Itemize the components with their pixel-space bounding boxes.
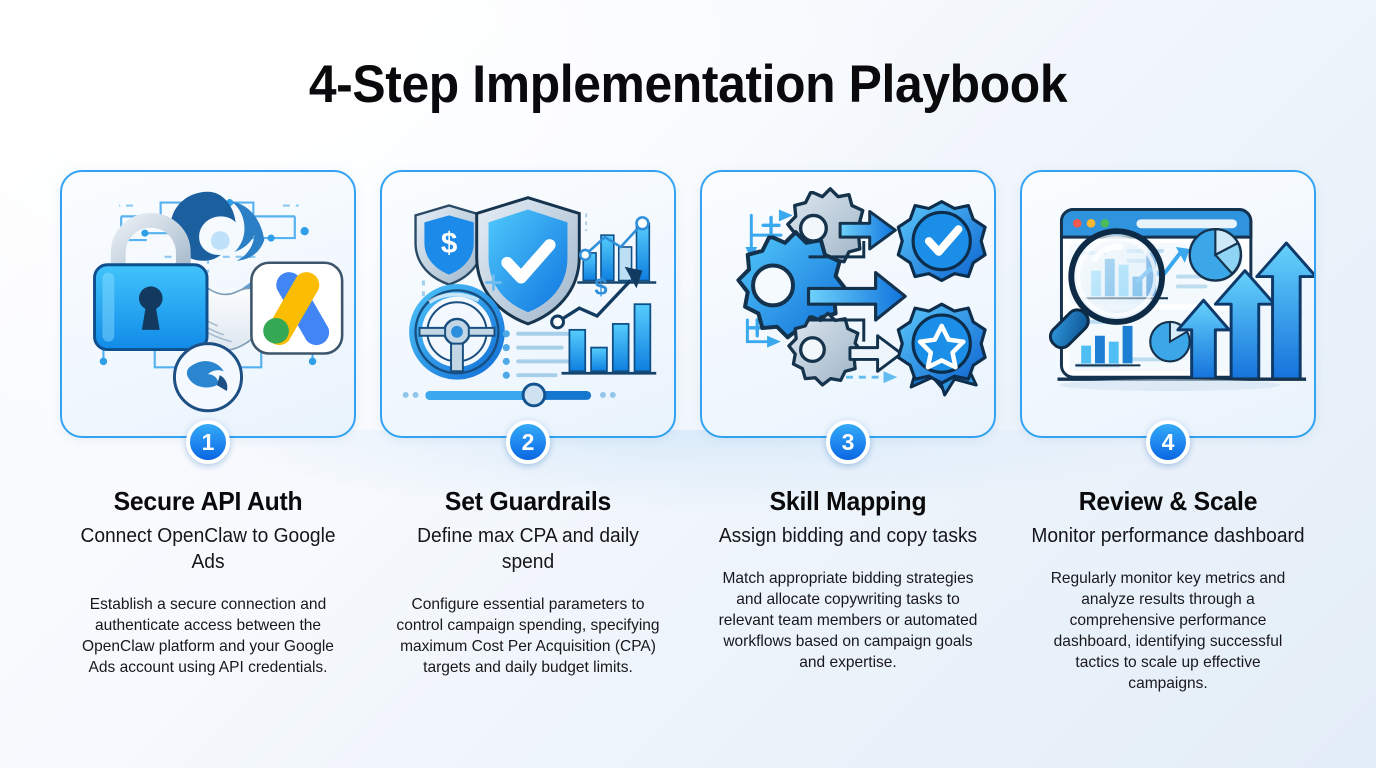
window-dot-red [1072,218,1082,228]
route-arrow-icon [745,213,783,344]
step-text-3: Skill Mapping Assign bidding and copy ta… [700,486,996,673]
step-text-4: Review & Scale Monitor performance dashb… [1020,486,1316,694]
step-column-4: 4 Review & Scale Monitor performance das… [1020,170,1316,692]
list-lines-icon [502,330,570,379]
up-arrow-icon [1213,269,1277,381]
step-title-3: Skill Mapping [769,486,927,516]
step-subtitle-3: Assign bidding and copy tasks [718,525,978,547]
dollar-shield-icon: $ [414,204,484,286]
step-body-2: Configure essential parameters to contro… [396,596,660,676]
bar-chart-icon [577,213,657,284]
step-body-4: Regularly monitor key metrics and analyz… [1050,570,1286,692]
step-card-1[interactable] [60,170,356,438]
step-body-3: Match appropriate bidding strategies and… [718,570,978,671]
step-badge-4: 4 [1146,420,1190,464]
illustration-secure-api-auth [93,191,344,413]
step-badge-2: 2 [506,420,550,464]
step-card-2[interactable]: $ [380,170,676,438]
svg-text:$: $ [441,227,458,260]
padlock-icon [93,212,209,352]
plus-icon [747,215,781,338]
step-title-2: Set Guardrails [444,486,612,516]
plus-icon [485,274,502,291]
google-ads-logo-icon [250,261,344,355]
refresh-circle-icon [172,342,244,413]
arrow-right-icon [838,209,897,251]
steps-grid: 1 Secure API Auth Connect OpenClaw to Go… [60,170,1316,692]
illustration-review-and-scale [1048,208,1314,391]
step-subtitle-4: Monitor performance dashboard [1031,525,1305,547]
step-card-4[interactable] [1020,170,1316,438]
step-text-2: Set Guardrails Define max CPA and daily … [380,486,676,678]
gear-icon [736,230,847,340]
step-column-3: 3 Skill Mapping Assign bidding and copy … [700,170,996,671]
bar-chart-icon [1075,325,1141,367]
shadow-icon [1059,379,1281,391]
pie-chart-icon [1188,228,1243,282]
svg-text:$: $ [594,274,607,300]
arrow-right-icon [806,271,907,322]
step-title-4: Review & Scale [1078,486,1258,516]
gear-icon [787,311,864,387]
step-subtitle-2: Define max CPA and daily spend [417,525,639,573]
arrow-right-icon [848,334,903,373]
step-body-1: Establish a secure connection and authen… [82,596,334,676]
step-badge-3: 3 [826,420,870,464]
magnifier-icon [1048,228,1166,350]
window-dot-yellow [1086,218,1096,228]
step-title-1: Secure API Auth [113,486,303,516]
up-arrow-icon [1255,241,1314,381]
connector-line-icon [808,241,866,342]
up-arrow-icon [1176,298,1231,381]
step-card-3[interactable] [700,170,996,438]
illustration-skill-mapping [736,187,987,397]
step-text-1: Secure API Auth Connect OpenClaw to Goog… [60,486,356,678]
slider-control-icon [402,382,616,408]
step-column-1: 1 Secure API Auth Connect OpenClaw to Go… [60,170,356,676]
step-subtitle-1: Connect OpenClaw to Google Ads [80,525,336,573]
dashed-arrowhead-icon [883,371,898,384]
award-ribbon-star-icon [896,302,987,385]
page-title: 4-Step Implementation Playbook [308,55,1068,114]
trend-up-arrow-icon: $ [550,266,657,375]
steering-wheel-icon [409,283,505,380]
illustration-set-guardrails: $ [402,196,657,408]
window-dot-green [1100,218,1110,228]
step-badge-1: 1 [186,420,230,464]
step-column-2: $ [380,170,676,676]
check-shield-icon [475,196,581,326]
